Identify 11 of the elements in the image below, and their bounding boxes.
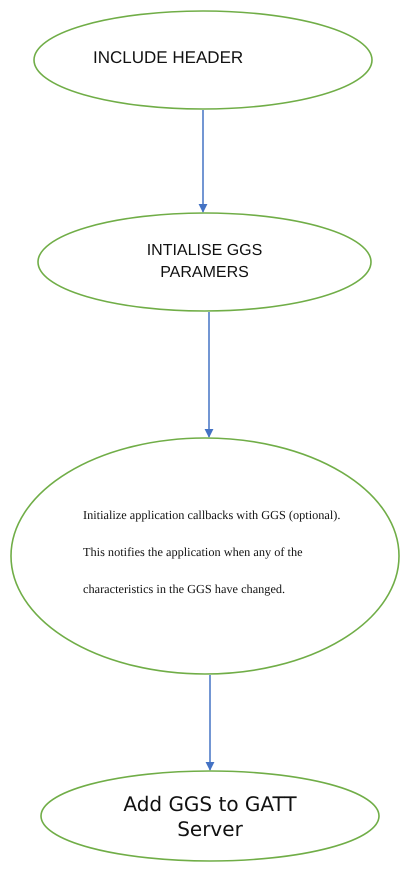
process-ellipse — [10, 437, 400, 675]
arrow — [206, 675, 214, 771]
node-text: INTIALISE GGS PARAMERS — [146, 241, 264, 283]
node-text: Add GGS to GATT Server — [122, 792, 298, 842]
node-text: INCLUDE HEADER — [93, 48, 244, 68]
arrow — [204, 312, 214, 438]
arrow — [198, 110, 208, 213]
process-ellipse — [33, 10, 373, 110]
process-ellipse — [37, 212, 372, 312]
node-text: Initialize application callbacks with GGS (optional). This notifies the application when any of the characteristics in the GGS have changed. — [83, 507, 342, 598]
process-ellipse — [40, 770, 380, 862]
